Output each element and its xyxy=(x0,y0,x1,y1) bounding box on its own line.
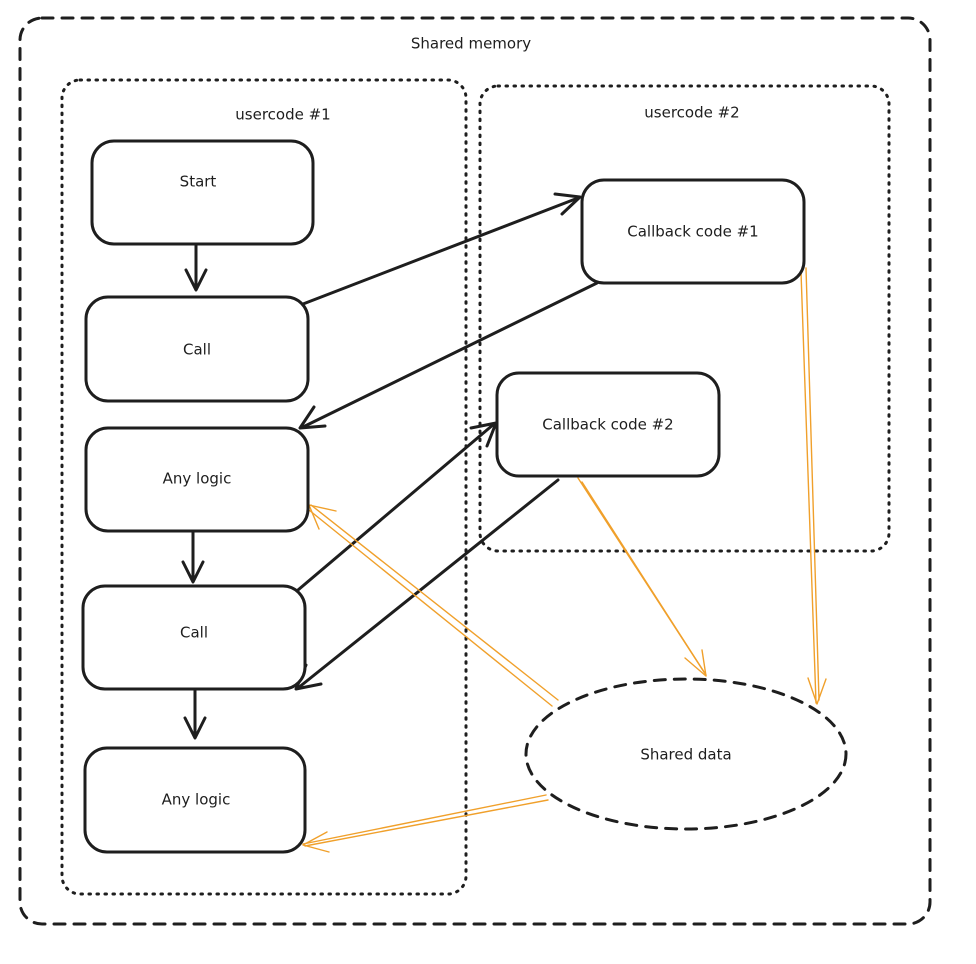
node-start[interactable]: Start xyxy=(90,139,315,246)
node-any-logic-2[interactable]: Any logic xyxy=(83,746,307,854)
shared-memory-label: Shared memory xyxy=(411,35,531,53)
node-callback-2-label: Callback code #2 xyxy=(542,416,673,434)
node-callback-1-label: Callback code #1 xyxy=(627,223,758,241)
node-call-2[interactable]: Call xyxy=(81,584,307,691)
link-shared-data-to-any-logic-2 xyxy=(302,794,549,853)
node-any-logic-2-label: Any logic xyxy=(162,791,231,809)
arrow-call-to-any-logic xyxy=(183,686,207,740)
arrow-any-logic-to-call xyxy=(181,528,205,584)
node-any-logic-1-label: Any logic xyxy=(163,470,232,488)
node-start-label: Start xyxy=(180,173,217,191)
arrow-start-to-call xyxy=(184,238,208,292)
usercode-2-label: usercode #2 xyxy=(644,104,739,122)
usercode-1-container: usercode #1 xyxy=(60,78,468,896)
shared-memory-container: Shared memory xyxy=(18,16,932,926)
control-flow-arrows xyxy=(181,192,599,740)
arrow-callback-1-to-any-logic xyxy=(298,281,599,430)
usercode-1-label: usercode #1 xyxy=(235,106,330,124)
link-callback-2-to-shared-data xyxy=(577,477,707,677)
link-shared-data-to-any-logic-1 xyxy=(308,504,559,707)
node-shared-data[interactable]: Shared data xyxy=(524,677,848,831)
node-call-1[interactable]: Call xyxy=(84,295,310,403)
node-call-2-label: Call xyxy=(180,624,208,642)
node-call-1-label: Call xyxy=(183,341,211,359)
node-any-logic-1[interactable]: Any logic xyxy=(84,426,310,533)
node-callback-2[interactable]: Callback code #2 xyxy=(495,371,721,478)
link-callback-1-to-shared-data xyxy=(800,267,827,705)
usercode-2-container: usercode #2 xyxy=(478,84,891,553)
node-shared-data-label: Shared data xyxy=(640,746,731,764)
node-callback-1[interactable]: Callback code #1 xyxy=(580,178,806,285)
shared-data-links xyxy=(302,267,827,853)
arrow-call-to-callback-1 xyxy=(301,192,582,306)
